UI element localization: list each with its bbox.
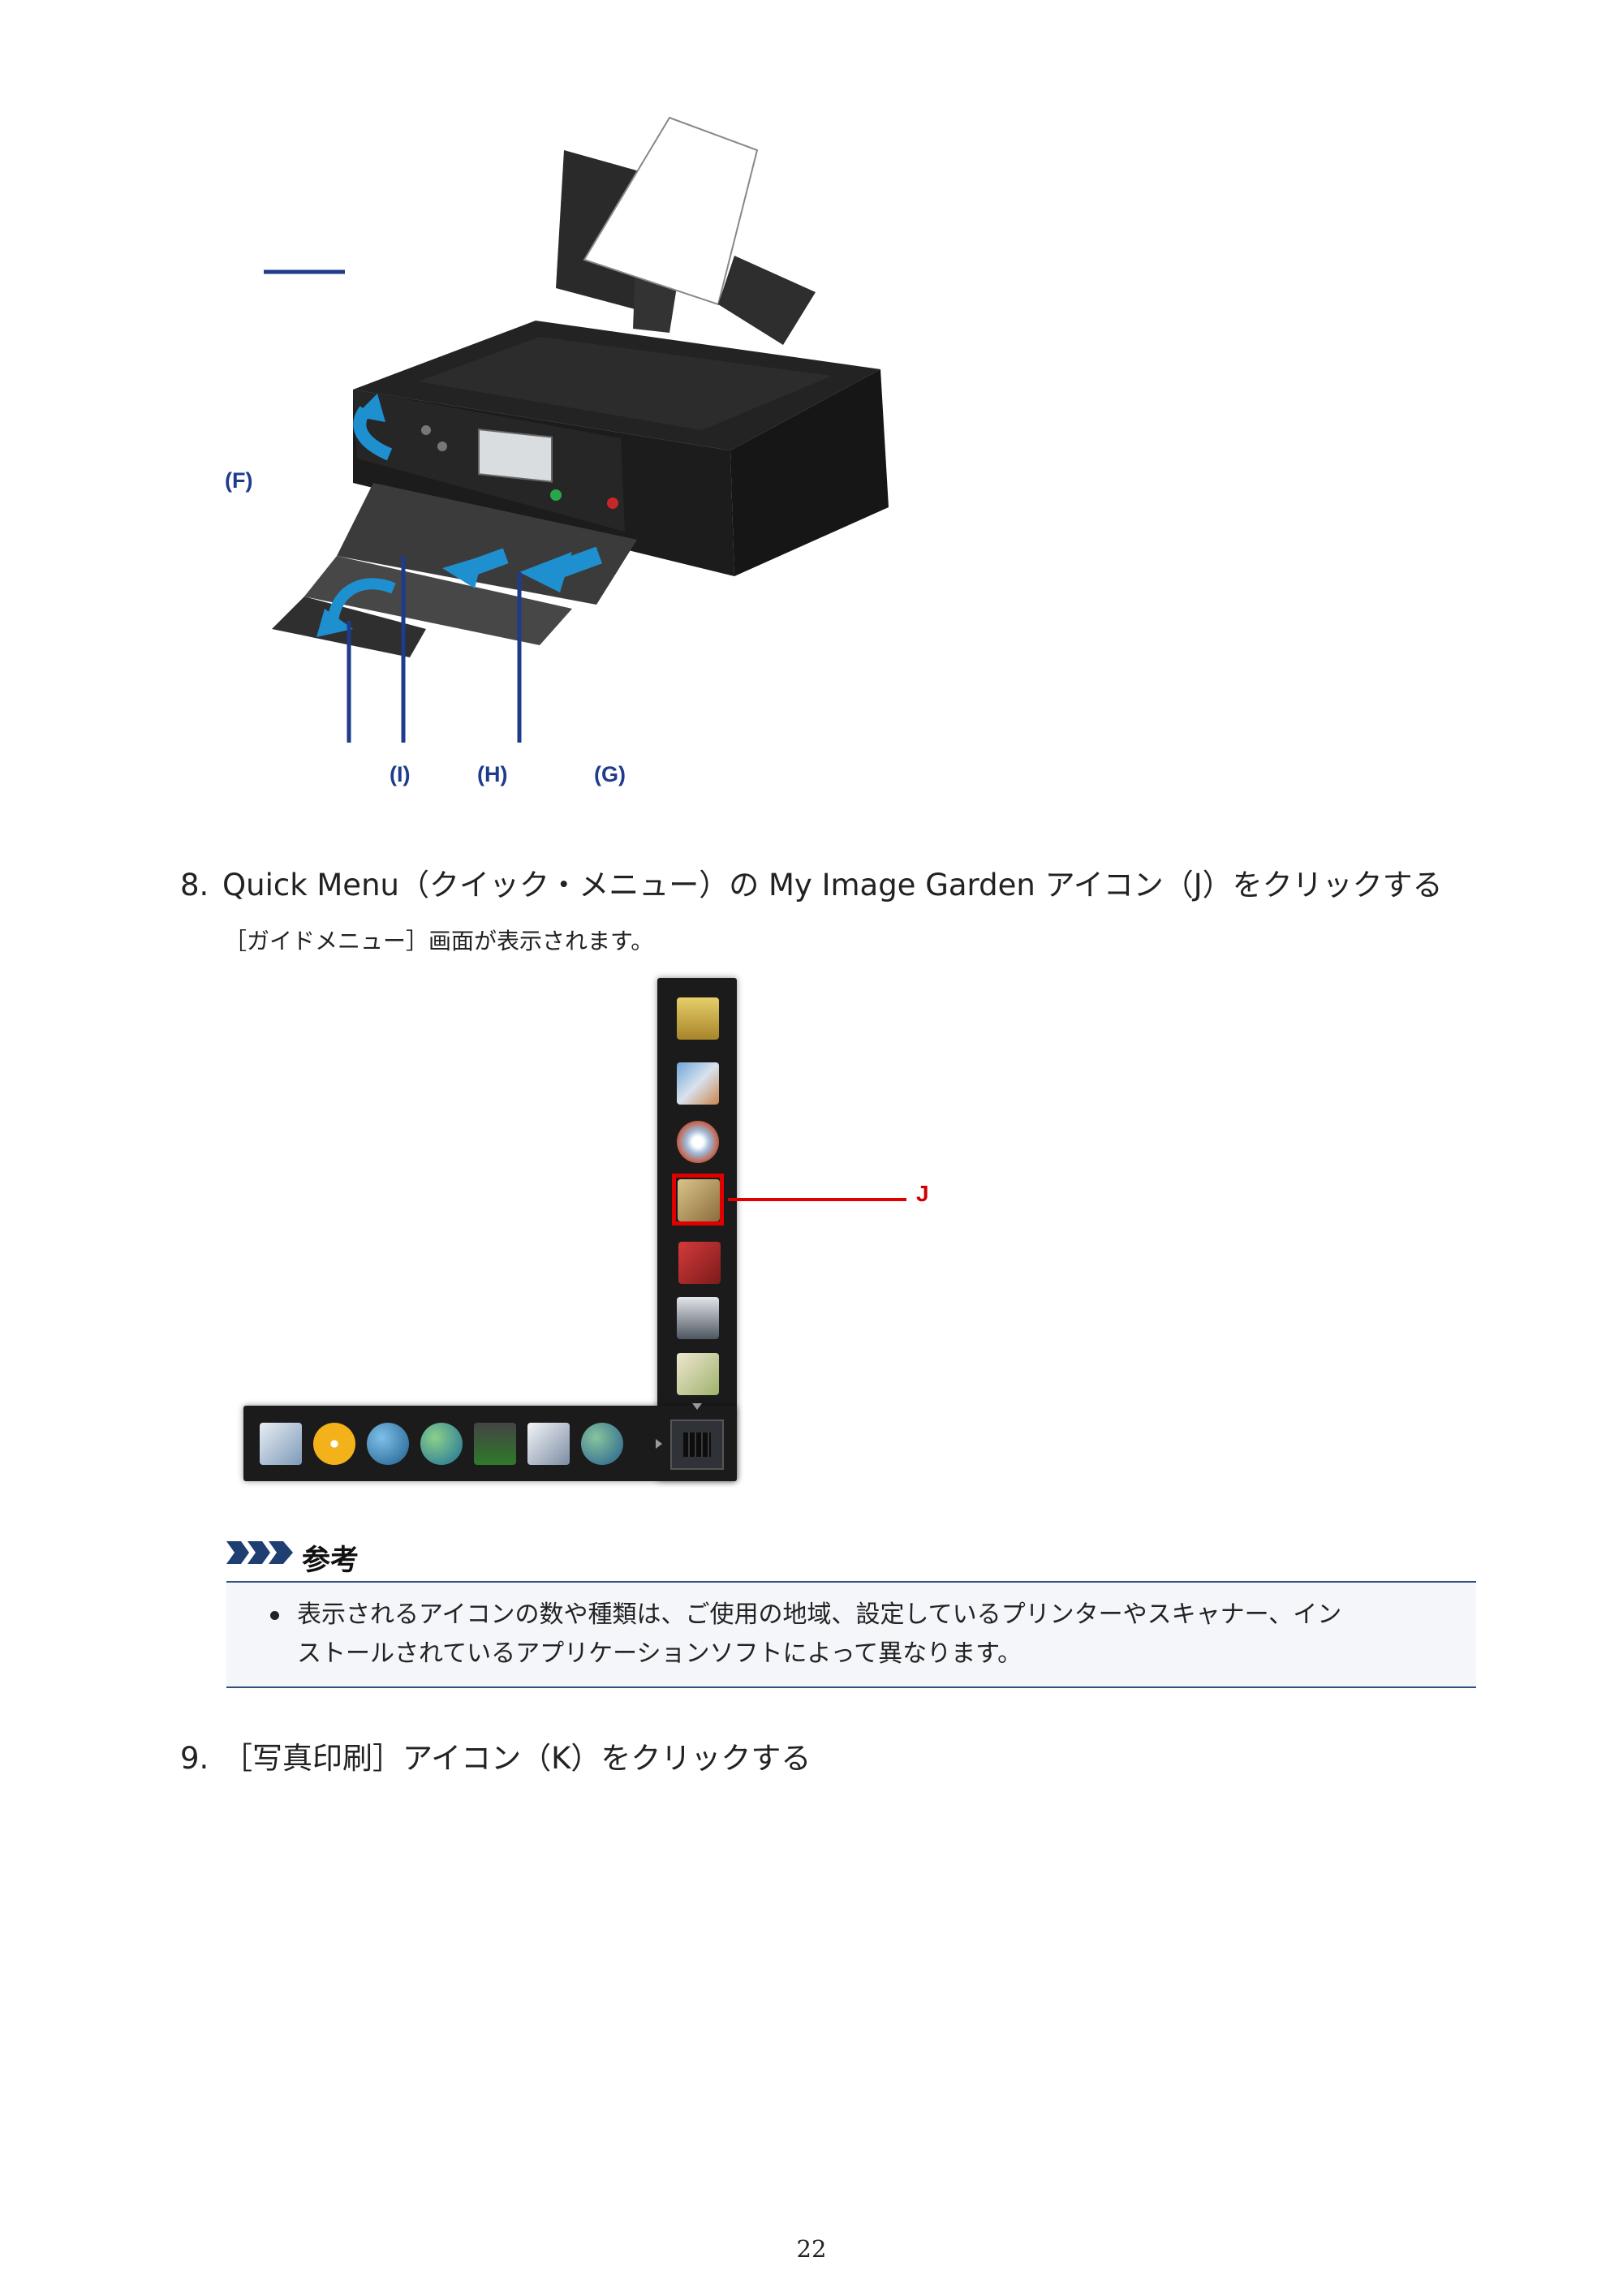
note-line-2: ストールされているアプリケーションソフトによって異なります。 xyxy=(297,1639,1022,1668)
callout-j-line xyxy=(728,1198,906,1201)
printer-scan-icon[interactable] xyxy=(677,1297,719,1339)
note-top-border xyxy=(226,1581,1476,1583)
globe-store-icon[interactable] xyxy=(420,1423,463,1465)
photo-stack-icon[interactable] xyxy=(260,1423,302,1465)
note-line-1: 表示されるアイコンの数や種類は、ご使用の地域、設定しているプリンターやスキャナー… xyxy=(297,1600,1342,1629)
quick-menu-vertical-bar xyxy=(657,978,737,1481)
scroll-down-icon[interactable] xyxy=(692,1403,702,1410)
photo-collage-icon[interactable] xyxy=(677,1062,719,1105)
disc-label-icon[interactable] xyxy=(677,1121,719,1163)
note-bullet xyxy=(270,1611,279,1620)
note-bottom-border xyxy=(226,1686,1476,1688)
printer-illustration xyxy=(215,101,913,808)
help-document-icon[interactable] xyxy=(527,1423,570,1465)
wifi-icon[interactable] xyxy=(313,1423,355,1465)
photo-layout-icon[interactable] xyxy=(677,1353,719,1395)
quick-menu-screenshot: J xyxy=(243,978,982,1481)
callout-h: (H) xyxy=(477,762,508,786)
user-support-icon[interactable] xyxy=(474,1423,516,1465)
globe-info-icon[interactable] xyxy=(367,1423,409,1465)
callout-f: (F) xyxy=(225,468,253,493)
printer-drawing xyxy=(264,116,889,743)
step-9-number: 9. xyxy=(180,1741,209,1776)
step-8-number: 8. xyxy=(180,868,209,902)
step-8-text: Quick Menu（クイック・メニュー）の My Image Garden ア… xyxy=(222,868,1443,902)
my-image-garden-icon[interactable] xyxy=(678,1179,720,1221)
callout-j: J xyxy=(916,1181,929,1206)
step-8: 8. Quick Menu（クイック・メニュー）の My Image Garden… xyxy=(180,860,1443,904)
page-number: 22 xyxy=(796,2235,827,2263)
callout-i: (I) xyxy=(390,762,411,786)
scroll-right-icon[interactable] xyxy=(656,1439,662,1449)
note-title: 参考 xyxy=(302,1544,359,1577)
globe-help-icon[interactable] xyxy=(581,1423,623,1465)
photo-album-icon[interactable] xyxy=(678,1242,721,1284)
callout-g: (G) xyxy=(594,762,626,786)
creative-park-premium-icon[interactable] xyxy=(677,997,719,1040)
note-background xyxy=(226,1583,1476,1686)
grid-icon xyxy=(683,1432,711,1457)
expand-menu-button[interactable] xyxy=(670,1419,724,1470)
step-9: 9. ［写真印刷］アイコン（K）をクリックする xyxy=(180,1734,811,1777)
note-body: 表示されるアイコンの数や種類は、ご使用の地域、設定しているプリンターやスキャナー… xyxy=(297,1596,1466,1674)
my-image-garden-highlight xyxy=(672,1174,724,1226)
step-8-result: ［ガイドメニュー］画面が表示されます。 xyxy=(224,928,654,954)
note-marker-icon xyxy=(226,1536,295,1572)
step-9-text: ［写真印刷］アイコン（K）をクリックする xyxy=(222,1741,812,1776)
